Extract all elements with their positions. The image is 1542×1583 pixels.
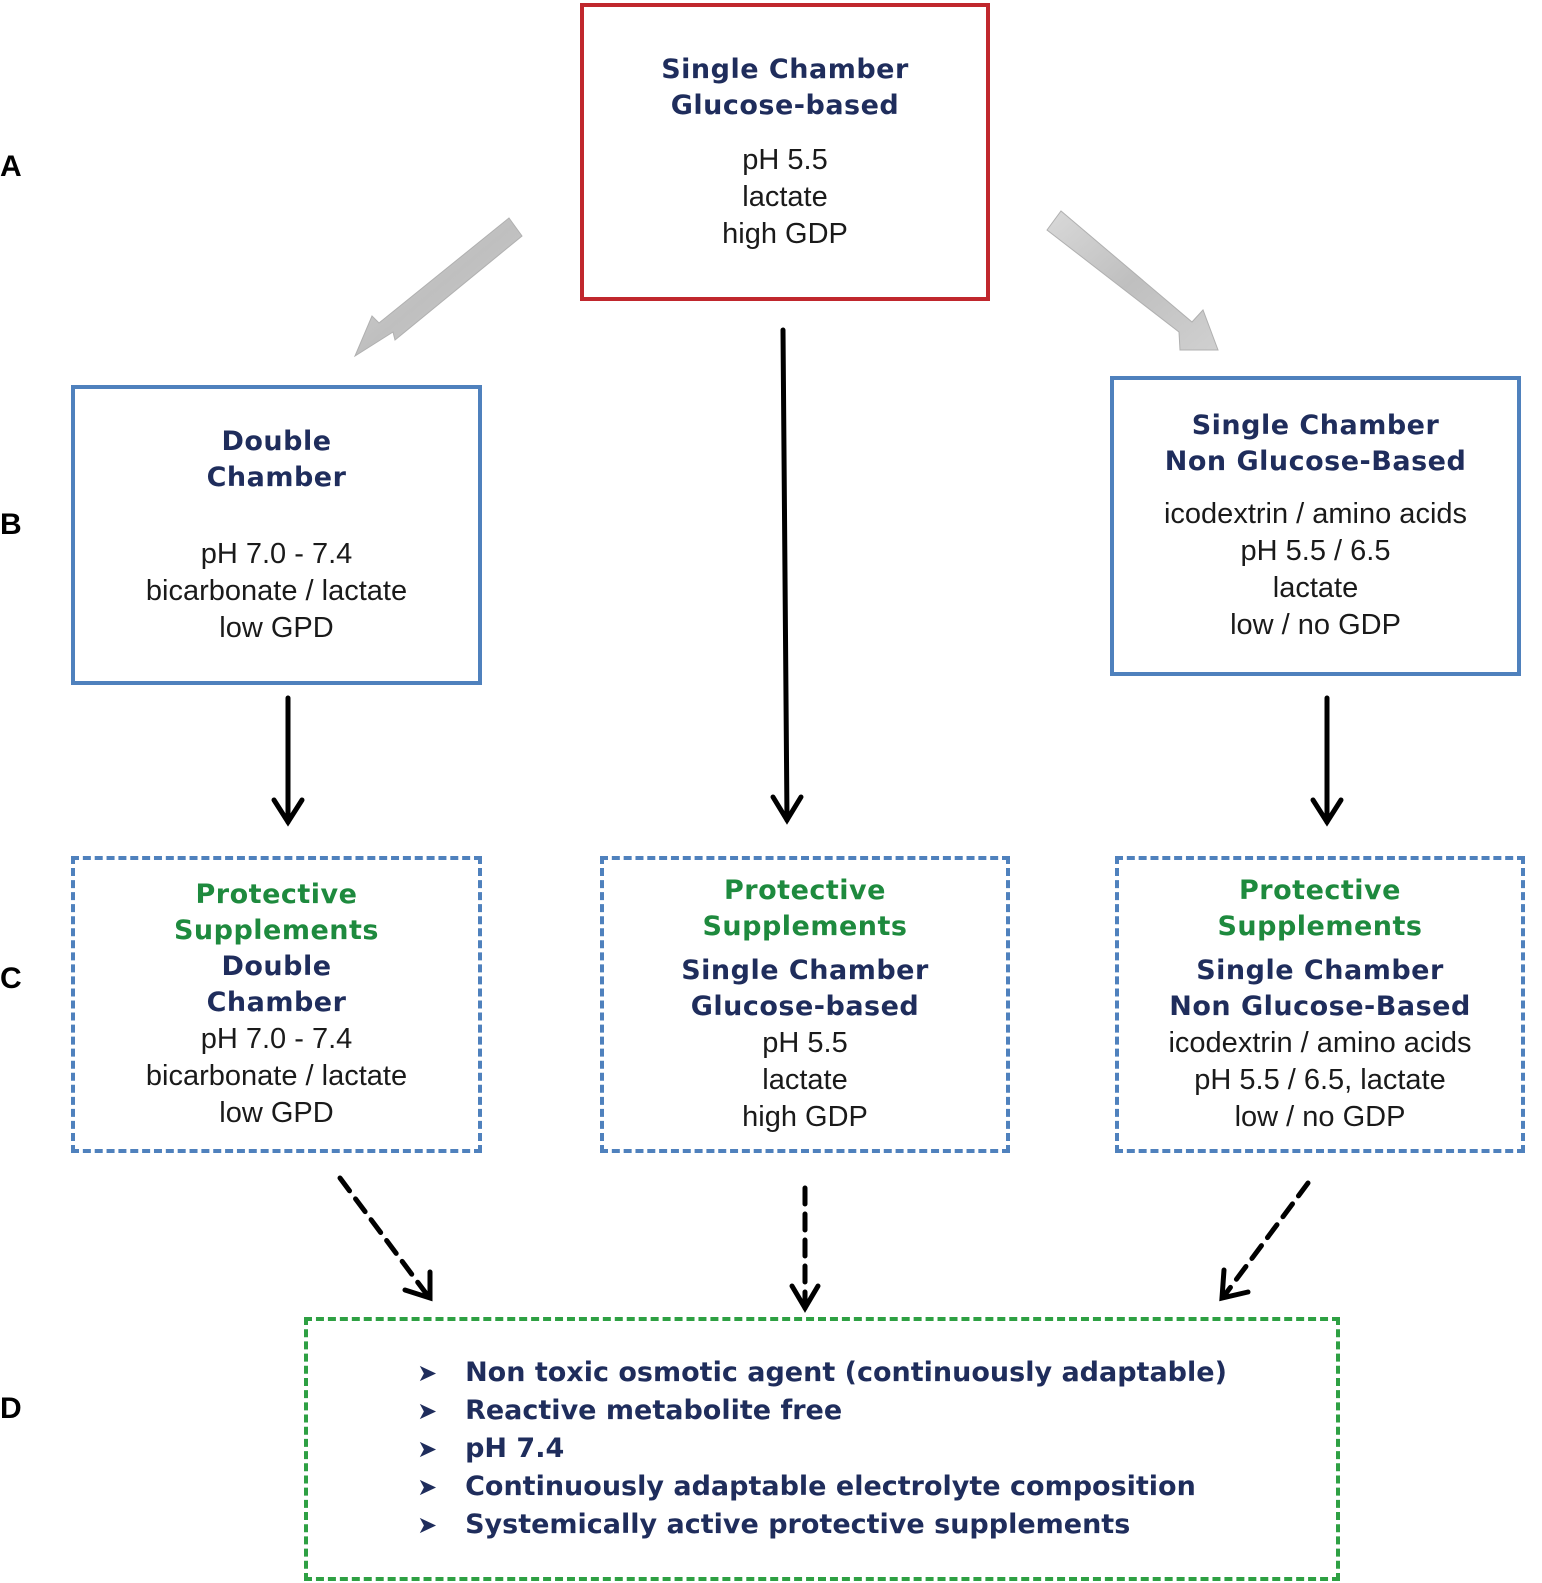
- box-c-mid-detail-lactate: lactate: [762, 1064, 848, 1096]
- box-protective-single-chamber-non-glucose: Protective Supplements Single Chamber No…: [1115, 856, 1525, 1153]
- goal-item-text: pH 7.4: [465, 1433, 565, 1464]
- box-b-right-detail-gdp: low / no GDP: [1230, 609, 1401, 641]
- box-c-right-detail-ph-lactate: pH 5.5 / 6.5, lactate: [1194, 1064, 1446, 1096]
- box-ideal-solution-goals: ➤ Non toxic osmotic agent (continuously a…: [304, 1317, 1340, 1581]
- box-a-title-line2: Glucose-based: [670, 89, 900, 121]
- box-c-left-detail-buffer: bicarbonate / lactate: [145, 1060, 408, 1092]
- box-b-right-detail-ph: pH 5.5 / 6.5: [1240, 535, 1391, 567]
- box-c-right-title-line2: Non Glucose-Based: [1169, 991, 1471, 1022]
- row-label-a: A: [0, 150, 22, 183]
- box-b-left-title-line1: Double: [221, 425, 332, 457]
- solid-arrow-center: [770, 327, 804, 825]
- box-a-title-line1: Single Chamber: [661, 53, 909, 85]
- arrowhead-bullet-icon: ➤: [417, 1359, 438, 1387]
- arrowhead-bullet-icon: ➤: [417, 1397, 438, 1425]
- box-b-left-detail-buffer: bicarbonate / lactate: [145, 574, 408, 607]
- gray-arrow-right: [1046, 210, 1219, 351]
- box-b-left-title-line2: Chamber: [206, 461, 347, 493]
- gray-arrow-left: [353, 217, 523, 358]
- box-b-left-detail-ph: pH 7.0 - 7.4: [200, 537, 353, 570]
- row-label-d: D: [0, 1392, 22, 1425]
- box-c-left-protective-line2: Supplements: [173, 915, 380, 946]
- dashed-arrow-center: [789, 1185, 821, 1313]
- box-b-right-title-line2: Non Glucose-Based: [1164, 446, 1467, 477]
- box-c-left-title-line2: Chamber: [206, 987, 347, 1018]
- goal-list: ➤ Non toxic osmotic agent (continuously a…: [417, 1354, 1227, 1544]
- box-a-detail-lactate: lactate: [742, 180, 828, 213]
- dashed-arrow-left: [337, 1175, 433, 1302]
- box-a-detail-gdp: high GDP: [722, 217, 848, 250]
- box-c-mid-title-line1: Single Chamber: [681, 955, 929, 986]
- box-protective-single-chamber-glucose: Protective Supplements Single Chamber Gl…: [600, 856, 1010, 1153]
- box-c-left-detail-ph: pH 7.0 - 7.4: [200, 1023, 353, 1055]
- box-single-chamber-non-glucose: Single Chamber Non Glucose-Based icodext…: [1110, 376, 1521, 676]
- box-c-right-detail-agent: icodextrin / amino acids: [1168, 1027, 1472, 1059]
- box-double-chamber: Double Chamber pH 7.0 - 7.4 bicarbonate …: [71, 385, 482, 685]
- box-c-right-detail-gdp: low / no GDP: [1234, 1101, 1406, 1133]
- box-c-mid-detail-ph: pH 5.5: [762, 1027, 848, 1059]
- arrowhead-bullet-icon: ➤: [417, 1473, 438, 1501]
- goal-item: ➤ pH 7.4: [417, 1430, 1227, 1468]
- box-b-left-detail-gdp: low GPD: [219, 611, 334, 644]
- box-a-detail-ph: pH 5.5: [742, 143, 828, 176]
- box-c-mid-protective-line2: Supplements: [702, 911, 908, 942]
- box-c-mid-detail-gdp: high GDP: [742, 1101, 868, 1133]
- goal-item: ➤ Non toxic osmotic agent (continuously a…: [417, 1354, 1227, 1392]
- arrowhead-bullet-icon: ➤: [417, 1435, 438, 1463]
- goal-item: ➤ Systemically active protective suppleme…: [417, 1506, 1227, 1544]
- goal-item-text: Systemically active protective supplemen…: [465, 1509, 1131, 1540]
- box-c-right-title-line1: Single Chamber: [1196, 955, 1444, 986]
- goal-item: ➤ Reactive metabolite free: [417, 1392, 1227, 1430]
- box-single-chamber-glucose: Single Chamber Glucose-based pH 5.5 lact…: [580, 3, 990, 301]
- box-protective-double-chamber: Protective Supplements Double Chamber pH…: [71, 856, 482, 1153]
- solid-arrow-left: [271, 695, 305, 827]
- goal-item-text: Reactive metabolite free: [465, 1395, 843, 1426]
- box-c-left-detail-gdp: low GPD: [219, 1097, 334, 1129]
- box-b-right-title-line1: Single Chamber: [1191, 410, 1440, 441]
- box-b-right-detail-agent: icodextrin / amino acids: [1163, 498, 1468, 530]
- box-c-left-title-line1: Double: [221, 951, 332, 982]
- box-b-right-detail-lactate: lactate: [1272, 572, 1359, 604]
- arrowhead-bullet-icon: ➤: [417, 1511, 438, 1539]
- box-c-left-protective-line1: Protective: [195, 879, 358, 910]
- box-c-mid-protective-line1: Protective: [724, 875, 886, 906]
- box-c-mid-title-line2: Glucose-based: [690, 991, 920, 1022]
- row-label-b: B: [0, 508, 22, 541]
- dashed-arrow-right: [1219, 1180, 1311, 1302]
- box-c-right-protective-line1: Protective: [1239, 875, 1401, 906]
- solid-arrow-right: [1310, 695, 1344, 827]
- box-c-right-protective-line2: Supplements: [1217, 911, 1423, 942]
- row-label-c: C: [0, 962, 22, 995]
- goal-item: ➤ Continuously adaptable electrolyte comp…: [417, 1468, 1227, 1506]
- goal-item-text: Non toxic osmotic agent (continuously ad…: [465, 1357, 1227, 1388]
- goal-item-text: Continuously adaptable electrolyte compo…: [465, 1471, 1196, 1502]
